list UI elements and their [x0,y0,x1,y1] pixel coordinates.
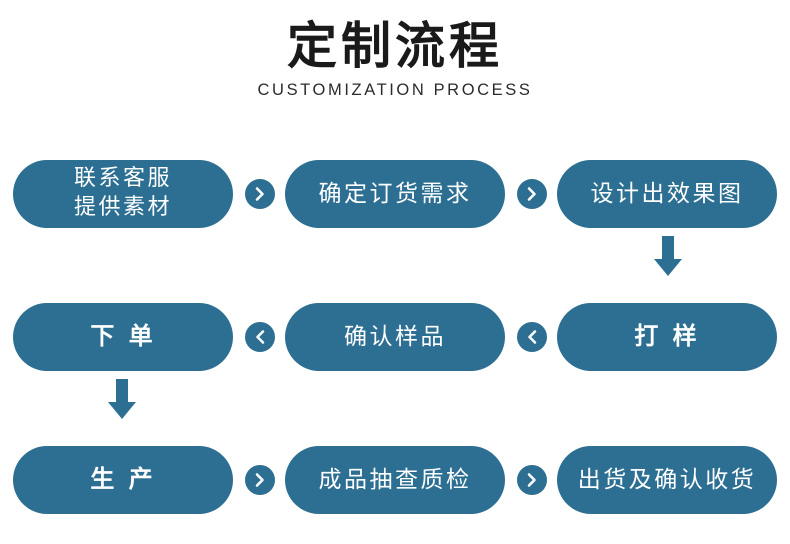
process-step-label: 生 产 [90,465,156,494]
flow-row-1: 联系客服 提供素材 确定订货需求 设计出效果图 [0,160,790,276]
process-step-design-rendering[interactable]: 设计出效果图 [557,160,777,228]
process-step-confirm-order-requirements[interactable]: 确定订货需求 [285,160,505,228]
page-subtitle: CUSTOMIZATION PROCESS [257,81,533,99]
chevron-right-icon [517,465,547,495]
chevron-left-icon [517,322,547,352]
chevron-right-icon [245,465,275,495]
process-step-label: 确认样品 [344,323,446,350]
process-step-production[interactable]: 生 产 [13,446,233,514]
page-header: 定制流程 CUSTOMIZATION PROCESS [0,0,790,100]
process-flow-diagram: 联系客服 提供素材 确定订货需求 设计出效果图 下 单 [0,160,790,518]
page-title: 定制流程 [287,17,503,75]
process-step-label: 成品抽查质检 [318,466,472,493]
process-step-label: 确定订货需求 [318,180,472,207]
process-step-place-order[interactable]: 下 单 [13,303,233,371]
process-step-label: 下 单 [90,322,156,351]
process-step-label: 打 样 [634,322,700,351]
process-step-label: 出货及确认收货 [577,466,757,493]
flow-row-2: 下 单 确认样品 打 样 [0,303,790,419]
process-step-confirm-sample[interactable]: 确认样品 [285,303,505,371]
process-step-label: 设计出效果图 [590,180,744,207]
chevron-right-icon [517,179,547,209]
process-step-quality-inspection[interactable]: 成品抽查质检 [285,446,505,514]
process-step-make-sample[interactable]: 打 样 [557,303,777,371]
process-step-contact-service[interactable]: 联系客服 提供素材 [13,160,233,228]
chevron-left-icon [245,322,275,352]
arrow-down-icon [105,377,139,427]
arrow-down-icon [651,234,685,284]
chevron-right-icon [245,179,275,209]
process-step-label: 联系客服 提供素材 [73,166,172,220]
flow-row-3: 生 产 成品抽查质检 出货及确认收货 [0,446,790,518]
process-step-shipping-confirm-receipt[interactable]: 出货及确认收货 [557,446,777,514]
